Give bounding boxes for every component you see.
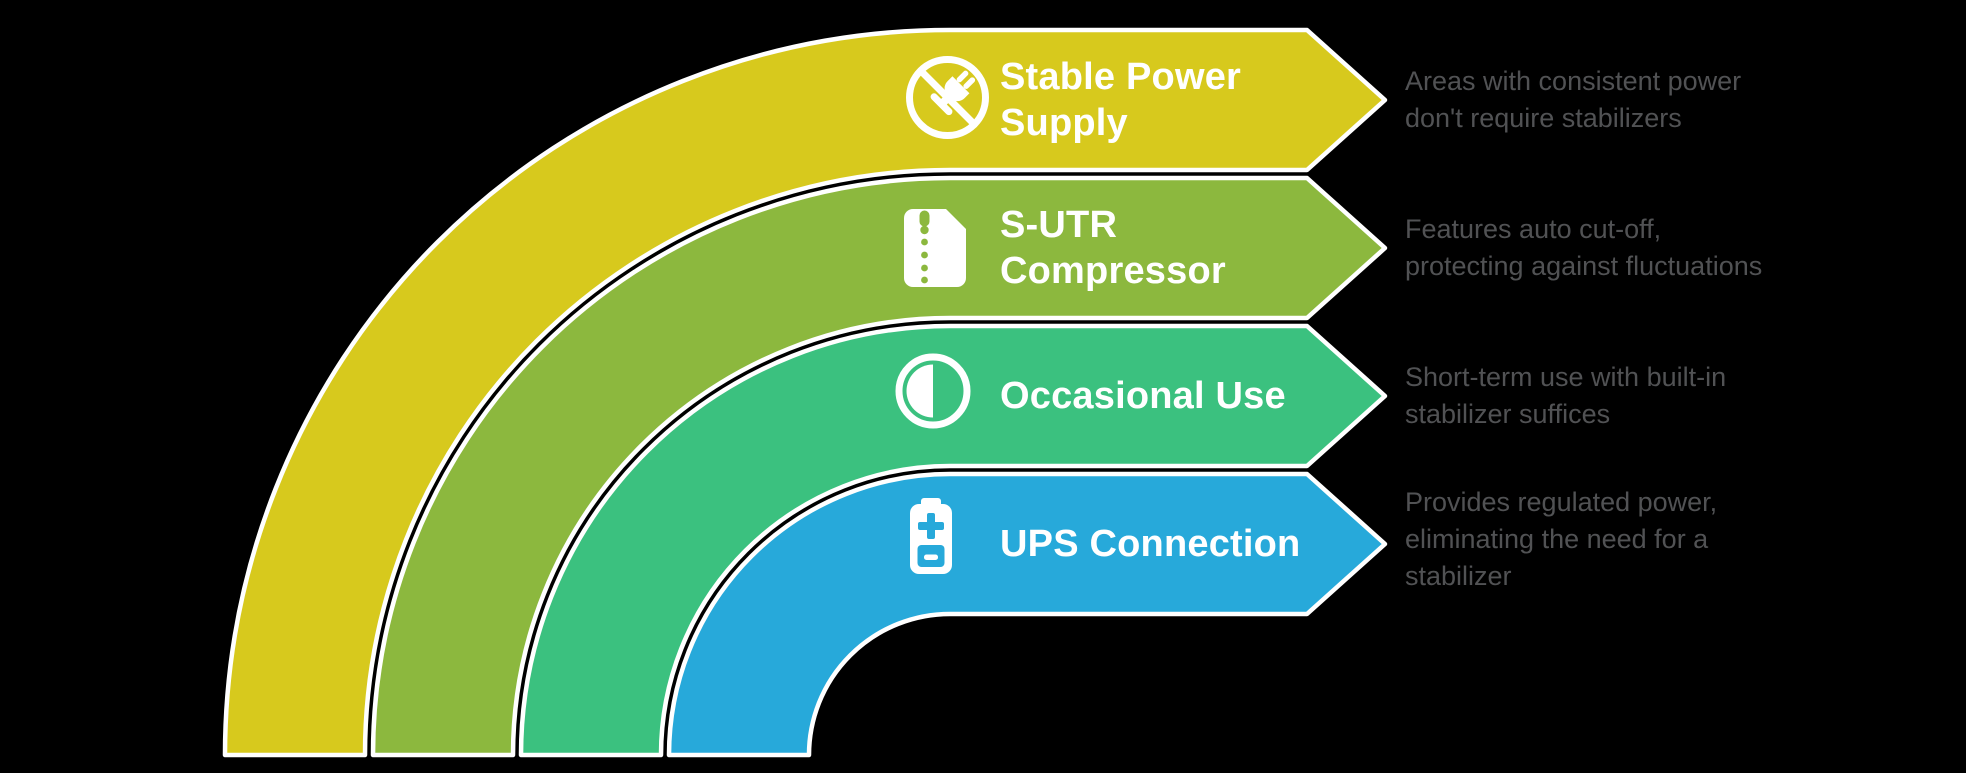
band-stable-power-supply xyxy=(222,27,1388,758)
row-label: Occasional Use xyxy=(1000,375,1286,417)
row-label: Stable Power Supply xyxy=(1000,56,1242,144)
row-description: Provides regulated power, eliminating th… xyxy=(1405,487,1718,591)
row-description: Short-term use with built-in stabilizer … xyxy=(1405,362,1727,429)
battery-icon xyxy=(910,498,952,574)
contrast-icon xyxy=(895,353,971,429)
row-description: Areas with consistent power don't requir… xyxy=(1405,66,1742,133)
band-s-utr-compressor xyxy=(370,175,1388,758)
row-label: S-UTR Compressor xyxy=(1000,204,1226,292)
band-ups-connection xyxy=(666,471,1388,758)
row-description: Features auto cut-off, protecting agains… xyxy=(1405,214,1763,281)
zip-file-icon xyxy=(904,209,966,287)
no-plug-icon xyxy=(906,56,989,139)
band-occasional-use xyxy=(518,323,1388,758)
row-label: UPS Connection xyxy=(1000,523,1301,565)
